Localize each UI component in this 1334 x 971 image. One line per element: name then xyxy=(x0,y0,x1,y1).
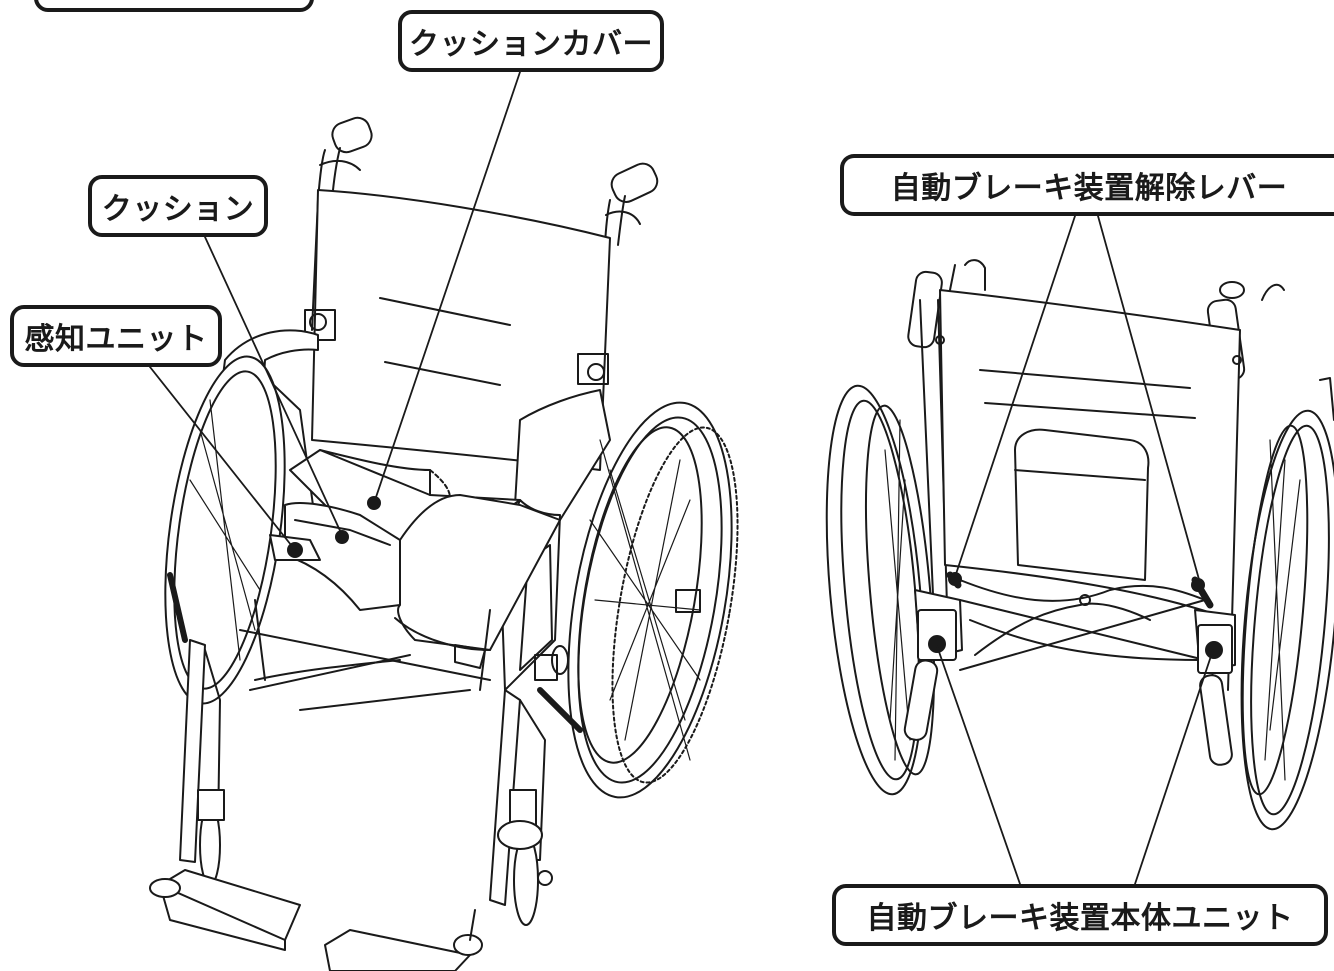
label-sensor-unit: 感知ユニット xyxy=(10,305,222,367)
leader-dots xyxy=(335,496,381,544)
leader-lines xyxy=(149,71,1214,885)
cropped-label-box xyxy=(34,0,314,12)
label-auto-brake-release-lever: 自動ブレーキ装置解除レバー xyxy=(840,154,1334,216)
wheelchair-rear-illustration xyxy=(825,259,1334,831)
label-cushion-cover: クッションカバー xyxy=(398,10,664,72)
wheelchair-front-illustration xyxy=(149,116,739,971)
label-auto-brake-main-unit: 自動ブレーキ装置本体ユニット xyxy=(832,884,1328,946)
label-cushion: クッション xyxy=(88,175,268,237)
